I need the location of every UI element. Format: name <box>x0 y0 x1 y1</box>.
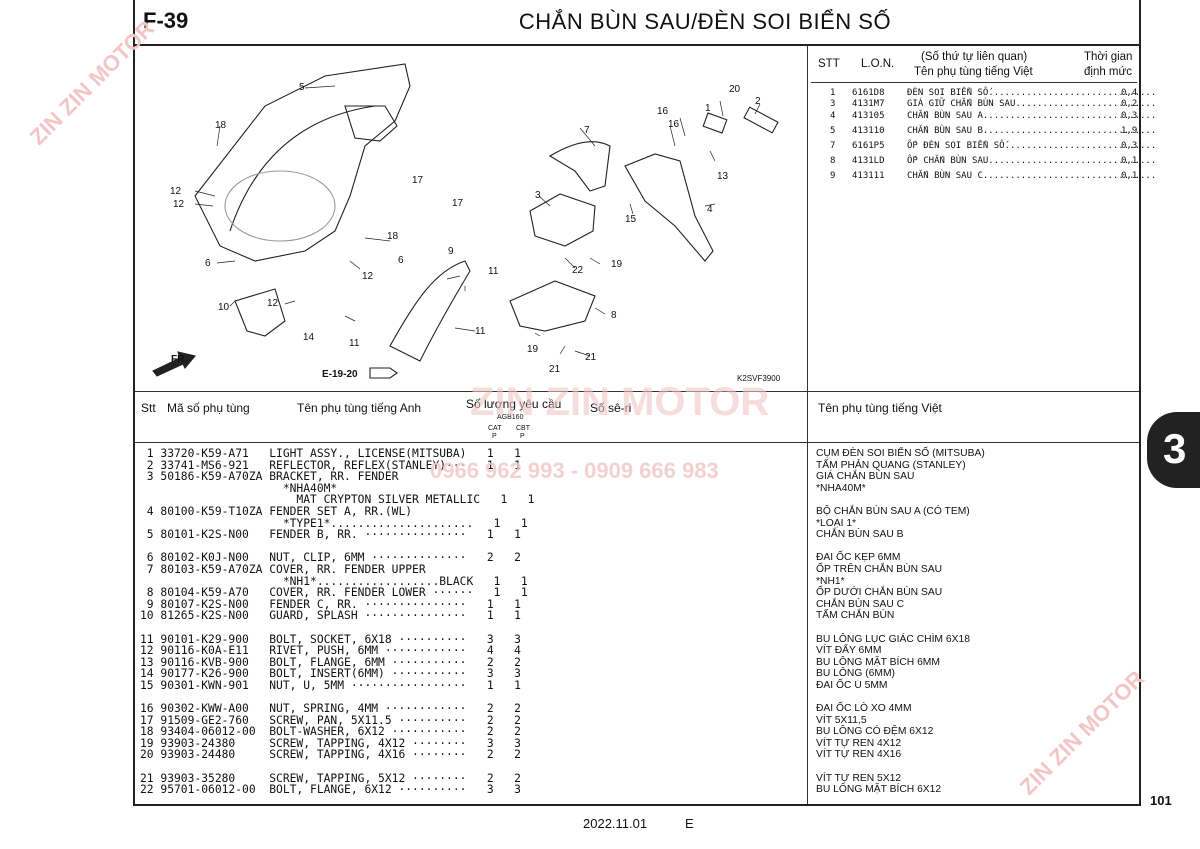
callout-16b: 16 <box>668 119 680 130</box>
callout-12c: 12 <box>267 298 279 309</box>
callout-1: 1 <box>705 103 711 114</box>
diagram-code: K2SVF3900 <box>737 374 781 383</box>
col-serial: Số sê-ri <box>590 401 632 415</box>
section-tab-number: 3 <box>1163 425 1187 472</box>
page-number: 101 <box>1150 793 1172 808</box>
part-3-bracket <box>529 193 596 247</box>
col-stt: Stt <box>141 401 156 415</box>
parts-list-english: 1 33720-K59-A71 LIGHT ASSY., LICENSE(MIT… <box>140 447 535 797</box>
callout-20: 20 <box>729 84 741 95</box>
part-4-fender-a <box>624 153 714 262</box>
col-cat: CAT <box>488 425 502 432</box>
part-9-fender-c <box>389 260 471 362</box>
summary-header-lon: L.O.N. <box>861 58 895 70</box>
callout-14: 14 <box>303 332 315 343</box>
col-code: Mã số phụ tùng <box>167 401 250 415</box>
col-cbt: CBT <box>516 425 530 432</box>
part-10-splash-guard <box>234 288 286 337</box>
table-header-rule <box>135 442 1139 443</box>
callout-12b: 12 <box>173 199 185 210</box>
summary-header-stt: STT <box>818 58 840 70</box>
ref-label: E-19-20 <box>322 369 358 380</box>
col-qty: Số lượng yêu cầu <box>466 397 562 411</box>
callout-13: 13 <box>717 171 729 182</box>
summary-header-name1: (Số thứ tự liên quan) <box>921 51 1028 63</box>
part-8-cover-lower <box>509 280 596 332</box>
callout-18: 18 <box>215 120 227 131</box>
callout-17a: 17 <box>412 175 424 186</box>
summary-header-name2: Tên phụ tùng tiếng Việt <box>914 66 1033 78</box>
callout-6b: 6 <box>398 255 404 266</box>
callout-3: 3 <box>535 190 541 201</box>
callout-17b: 17 <box>452 198 464 209</box>
part-2-reflector <box>743 106 779 134</box>
callout-15: 15 <box>625 214 637 225</box>
col-name-vi: Tên phụ tùng tiếng Việt <box>818 401 942 415</box>
callout-11b: 11 <box>488 266 499 277</box>
section-code: F-39 <box>143 8 189 33</box>
callout-21b: 21 <box>585 352 597 363</box>
section-tab <box>1147 412 1200 488</box>
diagram-divider <box>807 46 808 391</box>
callout-21a: 21 <box>549 364 561 375</box>
parts-list-vietnamese: CỤM ĐÈN SOI BIỂN SỐ (MITSUBA) TẤM PHẢN Q… <box>816 448 985 796</box>
callout-19a: 19 <box>611 259 623 270</box>
table-column-divider <box>807 392 808 804</box>
ref-arrow-box <box>369 367 398 379</box>
callout-12a: 12 <box>170 186 182 197</box>
callout-7: 7 <box>584 125 590 136</box>
col-qty-sub: AGB160 <box>497 414 524 421</box>
callout-5: 5 <box>299 82 305 93</box>
part-5-fender-b <box>194 63 411 262</box>
fr-label: FR. <box>171 354 187 365</box>
exploded-diagram: 5 18 12 12 6 10 12 14 11 17 17 18 6 12 9… <box>152 63 781 383</box>
callout-4: 4 <box>707 204 713 215</box>
callout-9: 9 <box>448 246 454 257</box>
part-7-cover-upper <box>548 141 611 192</box>
summary-header-time1: Thời gian <box>1084 51 1133 63</box>
part-1-license-light <box>702 112 728 134</box>
page-title: CHẮN BÙN SAU/ĐÈN SOI BIỂN SỐ <box>518 9 892 34</box>
callout-19b: 19 <box>527 344 539 355</box>
col-cat-p: P <box>492 433 497 440</box>
callout-6a: 6 <box>205 258 211 269</box>
callout-11c: 11 <box>475 326 486 337</box>
footer-date: 2022.11.01 <box>583 816 648 831</box>
callout-18b: 18 <box>387 231 399 242</box>
callout-22: 22 <box>572 265 584 276</box>
page-frame <box>133 0 1141 806</box>
callout-11a: 11 <box>349 338 360 349</box>
summary-header-time2: định mức <box>1084 66 1132 78</box>
callout-12d: 12 <box>362 271 374 282</box>
header-divider <box>133 44 1141 46</box>
callout-16a: 16 <box>657 106 669 117</box>
fr-arrow <box>152 351 196 377</box>
col-name-en: Tên phụ tùng tiếng Anh <box>297 401 422 415</box>
callout-2: 2 <box>755 96 761 107</box>
table-divider-top <box>135 391 1139 392</box>
callout-10: 10 <box>218 302 230 313</box>
col-cbt-p: P <box>520 433 525 440</box>
footer-edition: E <box>685 816 694 831</box>
callout-8: 8 <box>611 310 617 321</box>
summary-header-rule <box>811 82 1137 83</box>
